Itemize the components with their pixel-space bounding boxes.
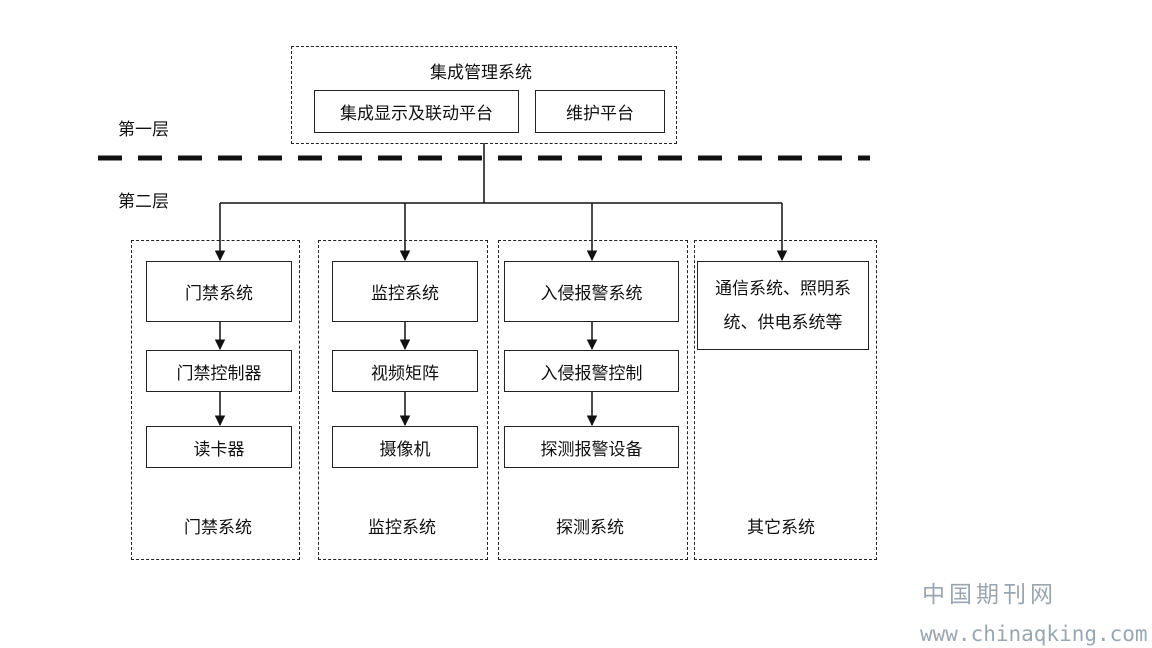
access-controller-box: 门禁控制器 [146,350,292,392]
display-linkage-platform-box: 集成显示及联动平台 [314,90,519,133]
access-control-system-box: 门禁系统 [146,261,292,322]
watermark-cn: 中国期刊网 [922,582,1057,608]
other-systems-group [694,240,877,560]
intrusion-alarm-control-box: 入侵报警控制 [504,350,679,392]
monitoring-system-box: 监控系统 [332,261,478,322]
access-control-caption: 门禁系统 [184,518,252,538]
detection-group [498,240,688,560]
detection-caption: 探测系统 [556,518,624,538]
card-reader-box: 读卡器 [146,426,292,468]
watermark-url: www.chinaqking.com [920,622,1148,646]
integrated-management-title: 集成管理系统 [430,63,532,83]
other-systems-caption: 其它系统 [747,518,815,538]
access-control-group [131,240,300,560]
camera-box: 摄像机 [332,426,478,468]
video-matrix-box: 视频矩阵 [332,350,478,392]
other-systems-box: 通信系统、照明系统、供电系统等 [697,261,869,350]
integrated-management-group [291,46,677,144]
intrusion-alarm-system-box: 入侵报警系统 [504,261,679,322]
layer-two-label: 第二层 [118,192,169,212]
maintenance-platform-box: 维护平台 [535,90,665,133]
layer-one-label: 第一层 [118,120,169,140]
detection-alarm-device-box: 探测报警设备 [504,426,679,468]
monitoring-caption: 监控系统 [368,518,436,538]
monitoring-group [318,240,488,560]
